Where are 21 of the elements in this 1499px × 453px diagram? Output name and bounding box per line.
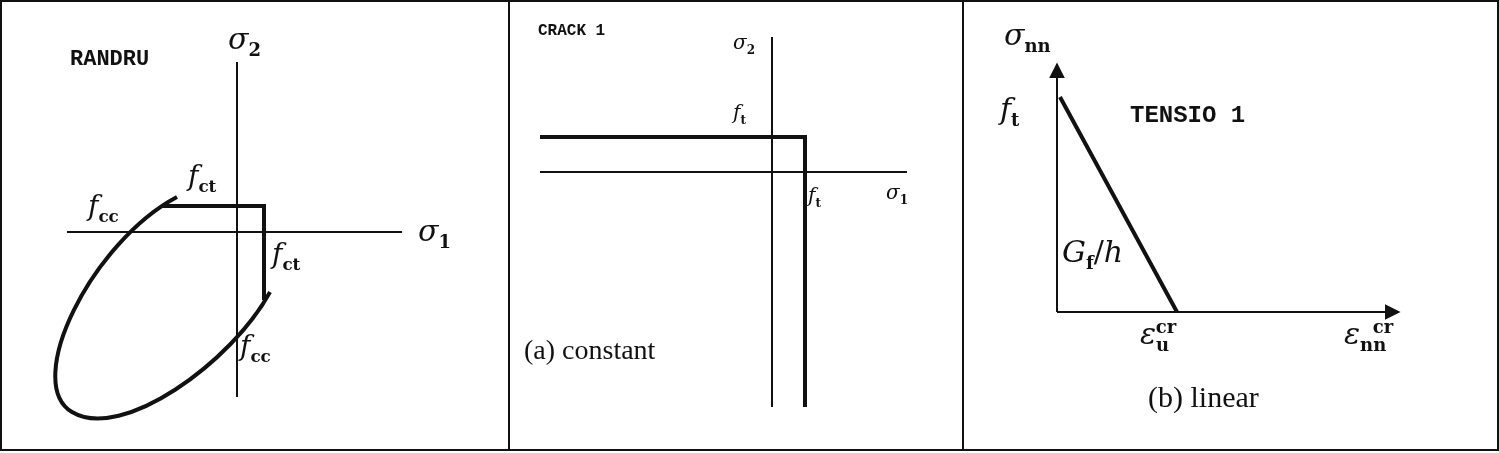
panel-caption: (a) constant	[524, 334, 656, 366]
panel-title: RANDRU	[70, 47, 150, 72]
axis-label: σ$_{2}$	[733, 32, 755, 56]
axis-label: G$_{f}$/h	[1062, 237, 1124, 272]
axis-label: σ$_{1}$	[418, 216, 451, 251]
axis-label: σ$_{2}$	[228, 24, 261, 59]
axis-label: f$_{cc}$	[88, 192, 119, 225]
axis-label: f$_{t}$	[1000, 94, 1020, 129]
axis-label: f$_{ct}$	[188, 162, 217, 195]
axis-label: f$_{ct}$	[272, 240, 301, 273]
axis-label: σ$_{nn}$	[1004, 20, 1051, 55]
diagram-panel	[962, 0, 1499, 451]
panel-title: TENSIO 1	[1130, 102, 1246, 129]
axis-label: f$_{t}$	[733, 102, 746, 126]
diagram-panel	[0, 0, 510, 451]
panel-caption: (b) linear	[1148, 380, 1259, 414]
diagram-panel	[508, 0, 964, 451]
axis-label: f$_{cc}$	[240, 332, 271, 365]
axis-label: σ$_{1}$	[886, 182, 908, 206]
panel-title: CRACK 1	[538, 22, 606, 40]
axis-label: f$_{t}$	[808, 185, 821, 209]
